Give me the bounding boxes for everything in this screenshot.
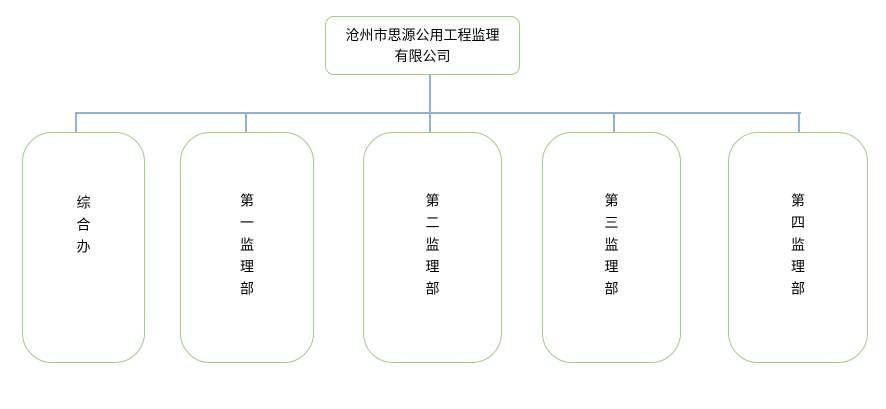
connector-drop-dept-4 — [798, 112, 800, 133]
connector-drop-dept-3 — [613, 112, 615, 133]
dept-node-supervision-1: 第一监理部 — [180, 132, 314, 363]
dept-node-supervision-2: 第二监理部 — [363, 132, 502, 363]
dept-node-supervision-4: 第四监理部 — [728, 132, 868, 363]
dept-label: 第一监理部 — [239, 192, 255, 303]
company-name-line-2: 有限公司 — [394, 47, 451, 64]
dept-label: 综合办 — [75, 194, 92, 261]
connector-drop-dept-2 — [429, 112, 431, 133]
root-node-company: 沧州市思源公用工程监理 有限公司 — [325, 16, 520, 75]
dept-label: 第四监理部 — [790, 192, 806, 303]
connector-drop-general-office — [75, 112, 77, 133]
dept-label: 第三监理部 — [603, 192, 620, 303]
connector-drop-dept-1 — [245, 112, 247, 133]
dept-label: 第二监理部 — [424, 192, 441, 303]
company-name-line-1: 沧州市思源公用工程监理 — [345, 26, 500, 43]
dept-node-general-office: 综合办 — [22, 132, 145, 363]
dept-node-supervision-3: 第三监理部 — [542, 132, 681, 363]
connector-horizontal-rail — [75, 112, 801, 114]
connector-root-stub — [429, 75, 431, 113]
